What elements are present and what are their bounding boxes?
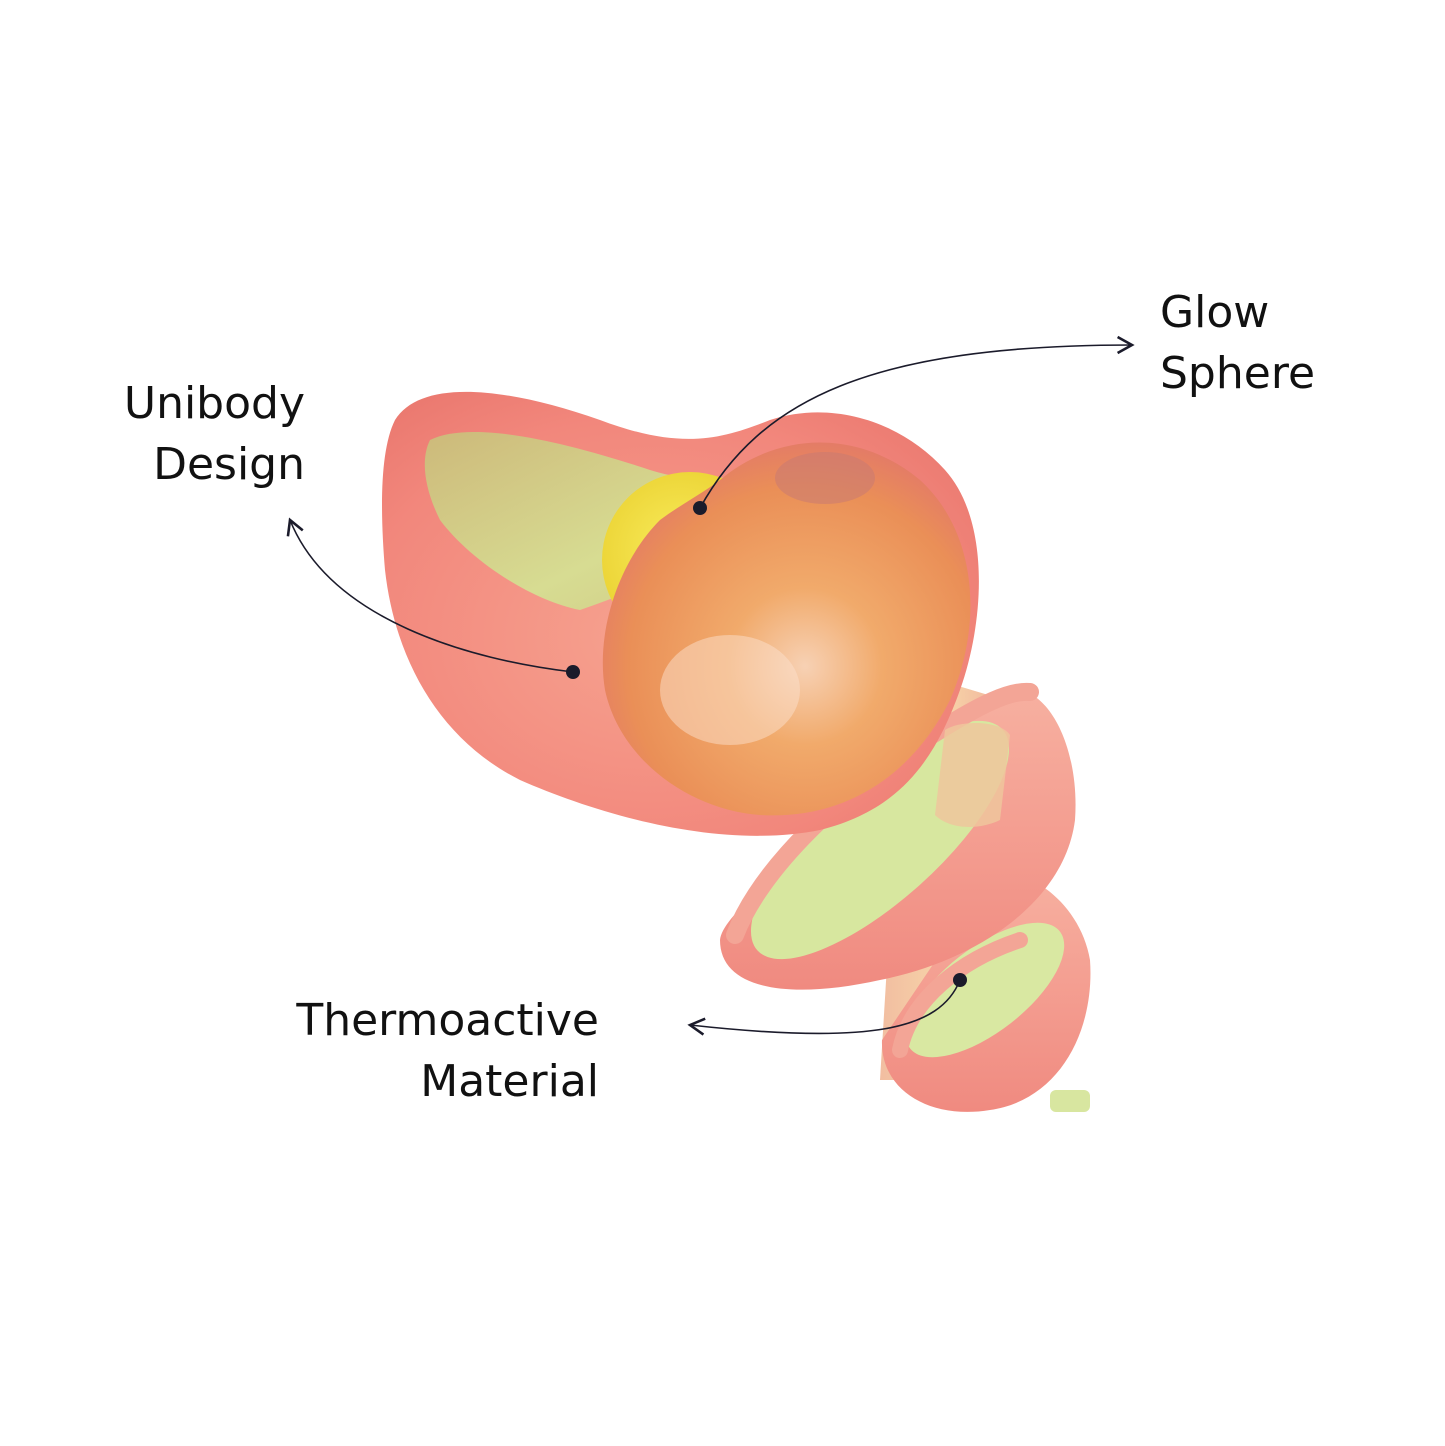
leader-unibody: [286, 517, 574, 673]
leader-dot-glow: [693, 501, 707, 515]
inner-cavity: [424, 431, 780, 610]
callout-unibody-design: Unibody Design: [124, 373, 305, 495]
callout-glow-line2: Sphere: [1160, 348, 1316, 399]
lower-flange: [881, 874, 1091, 1112]
leader-thermo: [687, 979, 961, 1036]
callout-glow-line1: Glow: [1160, 287, 1270, 338]
leader-dot-thermo: [953, 973, 967, 987]
callout-glow-sphere: Glow Sphere: [1160, 282, 1315, 404]
callout-unibody-line1: Unibody: [123, 378, 305, 429]
callout-thermo-line2: Material: [420, 1056, 599, 1107]
callout-thermoactive-material: Thermoactive Material: [296, 990, 599, 1112]
callout-thermo-line1: Thermoactive: [296, 995, 599, 1046]
leader-dot-unibody: [566, 665, 580, 679]
callout-unibody-line2: Design: [153, 439, 305, 490]
leader-glow: [699, 335, 1135, 509]
stem-band: [935, 723, 1010, 827]
